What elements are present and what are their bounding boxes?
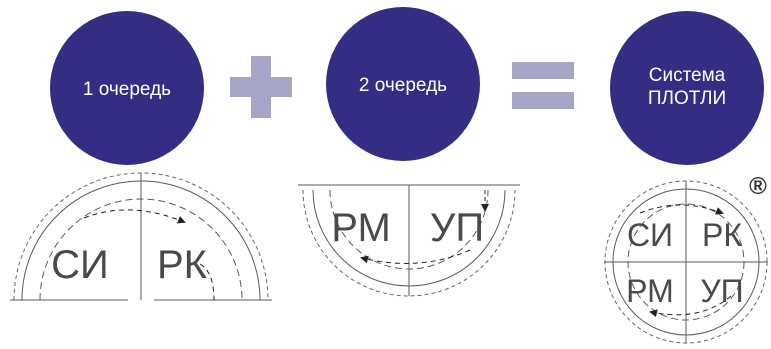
plus-bar-vertical [251,56,271,118]
stage1-title: 1 очередь [83,79,171,100]
stage2-bottom-arrow [360,249,471,264]
plus-operator-icon [230,56,292,118]
system-bottom-right-label: УП [700,273,743,309]
stage1-top-arrow [83,209,186,224]
stage2-circle-shape [326,7,480,161]
stage2-outer-arc [302,189,516,297]
stage1-right-label: РК [157,243,208,287]
stage2-title: 2 очередь [359,75,447,96]
stage1-right-tail [199,263,215,301]
system-circle: Система ПЛОТЛИ [610,11,764,165]
system-title-line1: Система [649,65,726,86]
system-top-arrow [639,204,724,215]
stage2-left-label: РМ [331,206,391,250]
system-bottom-left-label: РМ [626,273,674,309]
system-title-line2: ПЛОТЛИ [648,88,726,109]
stage2-circle: 2 очередь [326,7,480,161]
stage1-circle-shape [50,11,204,165]
equals-bar-top [512,62,574,79]
stage2-half-disc-diagram: РМ УП [298,184,520,297]
equals-bar-bottom [512,92,574,109]
equals-operator-icon [512,62,574,109]
system-bottom-arrow [649,295,732,318]
stage1-left-label: СИ [51,243,109,287]
stage1-half-disc-diagram: СИ РК [10,172,272,301]
system-full-circle-diagram: СИ РК РМ УП [604,180,768,344]
stage2-right-label: УП [430,206,484,250]
system-top-left-label: СИ [627,217,673,253]
trademark-symbol: ® [749,173,767,200]
system-circle-shape [610,11,764,165]
stage1-circle: 1 очередь [50,11,204,165]
system-top-right-label: РК [702,217,742,253]
